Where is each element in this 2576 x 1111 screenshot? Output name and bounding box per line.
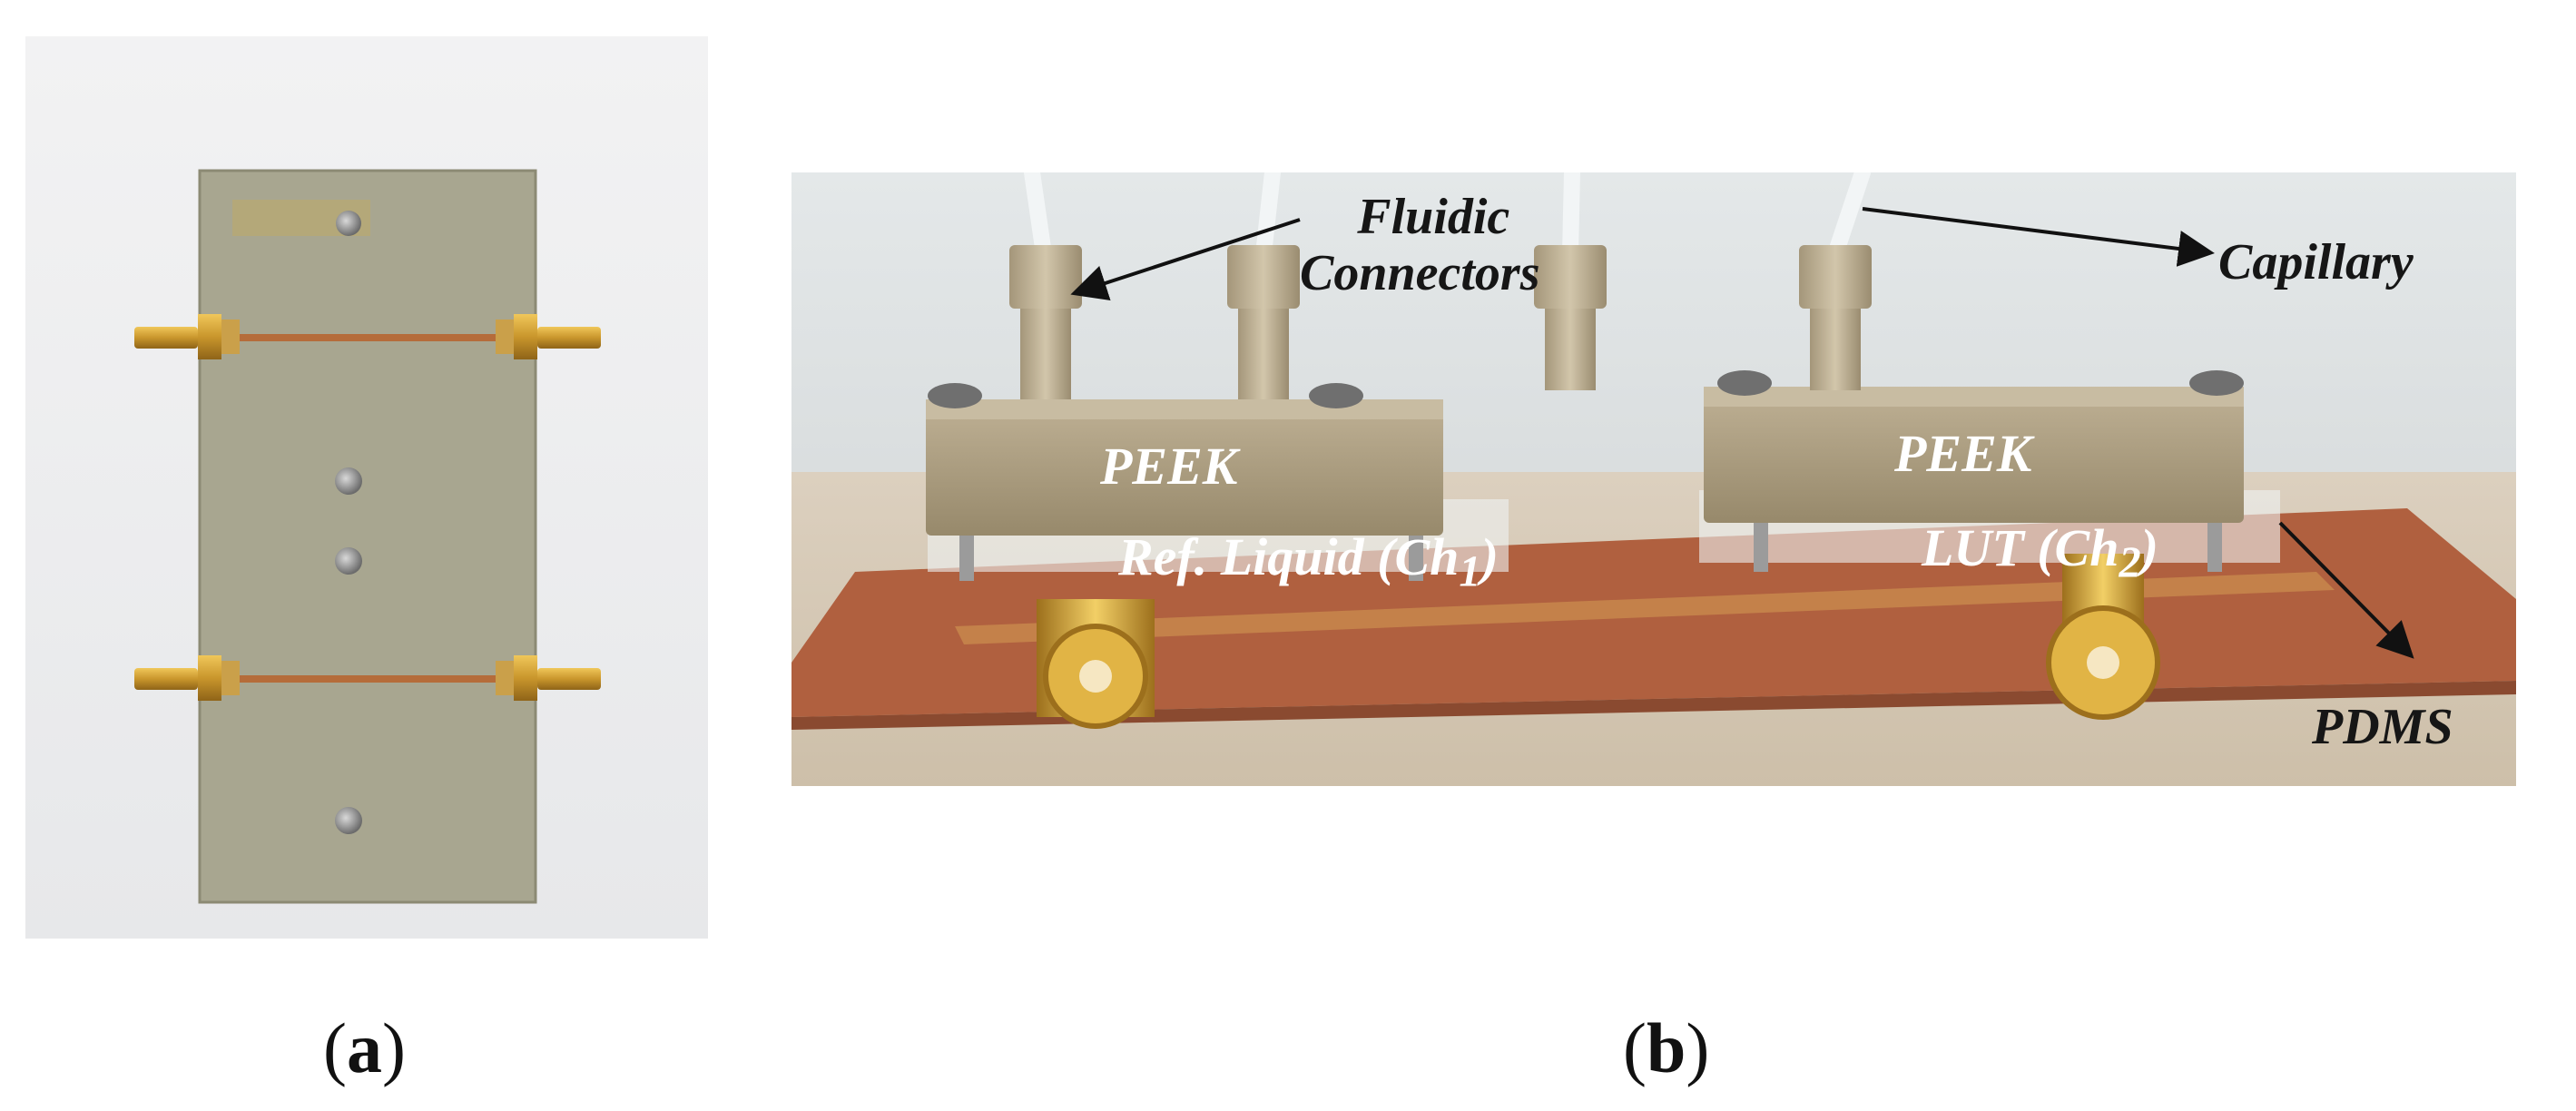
board-side-view-image	[791, 172, 2516, 786]
transmission-line-lower	[134, 655, 601, 701]
pcb-board	[200, 171, 536, 902]
label-capillary: Capillary	[2218, 234, 2414, 290]
label-peek-right: PEEK	[1894, 424, 2032, 483]
sma-connector-icons	[1037, 554, 2160, 729]
label-lut: LUT (Ch2)	[1922, 518, 2158, 587]
label-fluidic-connectors: Fluidic Connectors	[1300, 189, 1540, 301]
photo-panel-b: Fluidic Connectors Capillary PEEK PEEK R…	[791, 172, 2516, 786]
screw-icons	[335, 211, 362, 834]
annotation-arrows	[1070, 207, 2414, 659]
caption-a: (a)	[323, 1008, 406, 1087]
peek-block-right	[1704, 387, 2244, 523]
label-ref-liquid: Ref. Liquid (Ch1)	[1118, 527, 1499, 596]
caption-b: (b)	[1623, 1008, 1710, 1087]
photo-panel-a	[25, 36, 708, 939]
label-peek-left: PEEK	[1100, 437, 1238, 496]
fluidic-connector-icons	[1009, 245, 1872, 399]
transmission-line-upper	[134, 314, 601, 359]
label-pdms: PDMS	[2312, 699, 2453, 755]
capillary-tubes	[1024, 172, 1871, 262]
board-top-view-image	[25, 36, 708, 939]
peek-block-left	[926, 399, 1443, 536]
